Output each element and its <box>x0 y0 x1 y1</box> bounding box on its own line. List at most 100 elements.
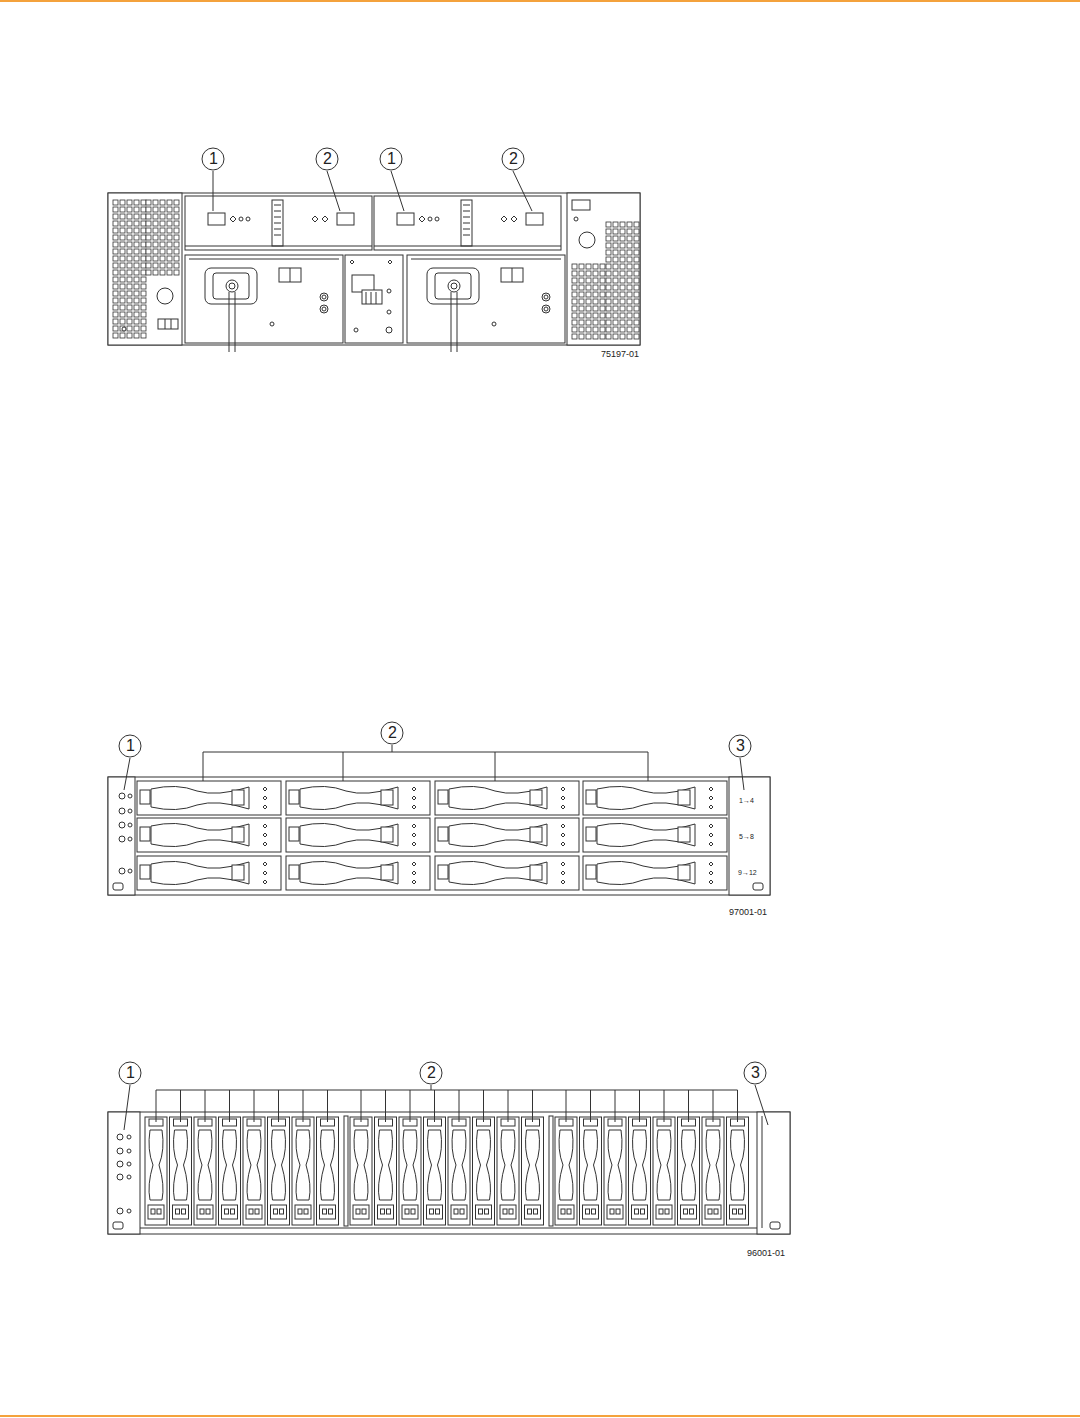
handle-ridge <box>274 229 281 230</box>
bracket-line <box>156 1090 157 1122</box>
vent-hole <box>606 243 611 248</box>
vent-hole <box>579 334 584 339</box>
vent-hole <box>113 228 118 233</box>
drive-handle-base <box>353 1205 369 1219</box>
psu-led <box>542 293 550 301</box>
indicator-icon <box>119 808 125 814</box>
led-diamond <box>263 833 267 837</box>
vent-hole <box>593 292 598 297</box>
drive-carrier <box>286 781 430 815</box>
vent-hole <box>593 320 598 325</box>
vent-hole <box>606 306 611 311</box>
vent-hole <box>127 333 132 338</box>
drive-led <box>381 1209 385 1214</box>
drive-handle-base <box>173 1205 189 1219</box>
callout-circle <box>381 722 403 744</box>
vent-hole <box>120 256 125 261</box>
vent-hole <box>134 277 139 282</box>
leader-line <box>755 1085 768 1125</box>
vent-hole <box>586 264 591 269</box>
drive-handle-base <box>295 1205 311 1219</box>
drive-led <box>298 1209 302 1214</box>
handle-ridge <box>274 235 281 236</box>
callout-number: 3 <box>736 738 745 754</box>
vent-hole <box>160 242 165 247</box>
vent-hole <box>606 334 611 339</box>
vent-hole <box>167 214 172 219</box>
drive-latch <box>289 790 299 804</box>
canister-edge <box>185 246 372 247</box>
led-diamond <box>263 796 267 800</box>
leader-line <box>327 171 340 211</box>
drive-carrier <box>137 856 281 890</box>
vent-hole <box>586 271 591 276</box>
vent-hole <box>113 235 118 240</box>
vent-hole <box>586 327 591 332</box>
drive-handle-base <box>705 1205 721 1219</box>
vent-hole <box>620 334 625 339</box>
vent-hole <box>134 305 139 310</box>
drive-led <box>176 1209 180 1214</box>
panel-screw <box>574 217 578 221</box>
drive-handle-base <box>500 1205 516 1219</box>
bracket-line <box>410 1090 411 1122</box>
vent-hole <box>572 278 577 283</box>
drive-handle-base <box>558 1205 574 1219</box>
vent-hole <box>613 285 618 290</box>
vent-hole <box>120 235 125 240</box>
bracket-line <box>392 745 393 752</box>
led-diamond <box>412 871 416 875</box>
vent-hole <box>127 326 132 331</box>
led-diamond <box>709 796 713 800</box>
drive-led <box>528 1209 532 1214</box>
drive-led <box>329 1209 333 1214</box>
drive-handle-base <box>451 1205 467 1219</box>
vent-hole <box>634 229 639 234</box>
vent-hole <box>174 228 179 233</box>
vent-hole <box>153 270 158 275</box>
interconnect-screw <box>354 328 358 332</box>
callout-circle <box>202 148 224 170</box>
drive-handle <box>300 786 398 809</box>
vent-hole <box>134 270 139 275</box>
vent-hole <box>600 278 605 283</box>
interconnect-latch <box>371 292 372 304</box>
vent-hole <box>127 256 132 261</box>
vent-hole <box>620 299 625 304</box>
drive-carrier <box>583 856 727 890</box>
drive-led <box>733 1209 737 1214</box>
vent-hole <box>141 291 146 296</box>
figure-code: 96001-01 <box>747 1249 785 1258</box>
vent-hole <box>620 243 625 248</box>
vent-hole <box>120 312 125 317</box>
drive-led <box>534 1209 538 1214</box>
vent-hole <box>141 249 146 254</box>
led-diamond <box>263 842 267 846</box>
vent-hole <box>620 320 625 325</box>
led-diamond <box>561 805 565 809</box>
bracket-line <box>566 1090 567 1122</box>
vent-hole <box>620 222 625 227</box>
drive-carrier <box>317 1117 339 1225</box>
vent-hole <box>600 292 605 297</box>
drive-led <box>592 1209 596 1214</box>
vent-hole <box>160 270 165 275</box>
vent-hole <box>627 285 632 290</box>
drive-latch <box>586 790 596 804</box>
power-socket <box>435 273 471 299</box>
vent-hole <box>146 235 151 240</box>
vent-hole <box>141 221 146 226</box>
bracket-line <box>713 1090 714 1122</box>
led-diamond <box>263 862 267 866</box>
vent-hole <box>153 235 158 240</box>
vent-hole <box>153 263 158 268</box>
drive-carrier <box>435 781 579 815</box>
indicator-led <box>128 809 132 813</box>
vent-hole <box>620 327 625 332</box>
vent-hole <box>146 263 151 268</box>
drive-led <box>157 1209 161 1214</box>
vent-hole <box>634 327 639 332</box>
bracket-line <box>688 1090 689 1122</box>
vent-hole <box>579 313 584 318</box>
